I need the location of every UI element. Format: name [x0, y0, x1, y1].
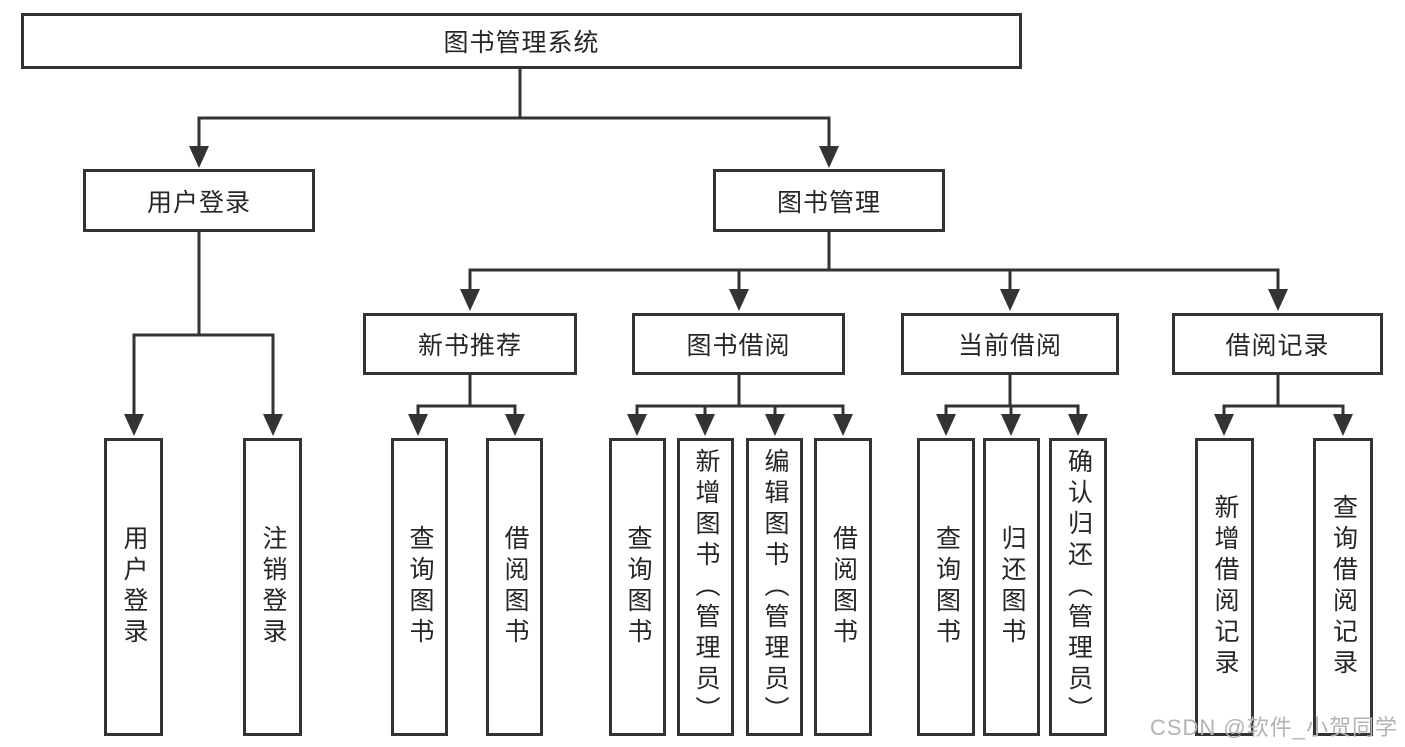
node-book-management: 图书管理 [713, 169, 945, 232]
connector-book-management-children [460, 232, 1288, 311]
leaf-return-book-label: 归还图书 [998, 525, 1026, 649]
node-book-borrowing-label: 图书借阅 [686, 332, 791, 360]
connector-records-children [1214, 375, 1353, 436]
node-borrowing-records: 借阅记录 [1172, 313, 1383, 375]
node-user-login: 用户登录 [83, 169, 315, 232]
node-new-book-recommendation: 新书推荐 [363, 313, 577, 375]
node-book-borrowing: 图书借阅 [632, 313, 845, 375]
node-new-book-recommendation-label: 新书推荐 [417, 332, 522, 360]
connector-current-borrowing-children [936, 375, 1088, 436]
leaf-add-borrow-record: 新增借阅记录 [1195, 438, 1254, 736]
node-book-management-label: 图书管理 [776, 188, 881, 217]
leaf-user-login: 用户登录 [104, 438, 163, 736]
leaf-query-books-current-label: 查询图书 [932, 525, 961, 649]
leaf-edit-book-admin: 编辑图书（管理员） [746, 438, 803, 736]
leaf-return-book: 归还图书 [983, 438, 1040, 736]
leaf-query-books-recommend-label: 查询图书 [406, 525, 434, 649]
leaf-borrow-books: 借阅图书 [814, 438, 872, 736]
connector-borrowing-children [627, 375, 853, 436]
leaf-borrow-books-label: 借阅图书 [829, 525, 858, 649]
leaf-add-book-admin-label: 新增图书（管理员） [692, 447, 720, 727]
leaf-borrow-books-recommend: 借阅图书 [486, 438, 543, 736]
leaf-query-books-borrowing: 查询图书 [609, 438, 666, 736]
leaf-query-borrow-record-label: 查询借阅记录 [1329, 494, 1358, 680]
leaf-user-login-label: 用户登录 [120, 525, 148, 649]
node-library-management-system-label: 图书管理系统 [443, 29, 600, 57]
leaf-query-borrow-record: 查询借阅记录 [1313, 438, 1373, 736]
connector-root-to-level2 [189, 69, 839, 168]
node-user-login-label: 用户登录 [146, 188, 251, 217]
leaf-confirm-return-admin-label: 确认归还（管理员） [1064, 447, 1093, 727]
leaf-edit-book-admin-label: 编辑图书（管理员） [761, 447, 789, 727]
leaf-confirm-return-admin: 确认归还（管理员） [1049, 438, 1107, 736]
node-current-borrowing-label: 当前借阅 [957, 332, 1062, 360]
node-borrowing-records-label: 借阅记录 [1225, 332, 1330, 360]
leaf-logout-label: 注销登录 [259, 525, 287, 649]
leaf-query-books-current: 查询图书 [917, 438, 975, 736]
node-library-management-system: 图书管理系统 [21, 13, 1022, 69]
csdn-watermark: CSDN @软件_小贺同学 [1149, 715, 1398, 740]
leaf-add-borrow-record-label: 新增借阅记录 [1211, 494, 1239, 680]
node-current-borrowing: 当前借阅 [901, 313, 1119, 375]
leaf-query-books-recommend: 查询图书 [391, 438, 448, 736]
leaf-query-books-borrowing-label: 查询图书 [624, 525, 652, 649]
leaf-add-book-admin: 新增图书（管理员） [677, 438, 734, 736]
connector-recommendation-children [408, 375, 525, 436]
connector-user-login-children [124, 232, 283, 436]
leaf-borrow-books-recommend-label: 借阅图书 [501, 525, 529, 649]
leaf-logout: 注销登录 [243, 438, 302, 736]
